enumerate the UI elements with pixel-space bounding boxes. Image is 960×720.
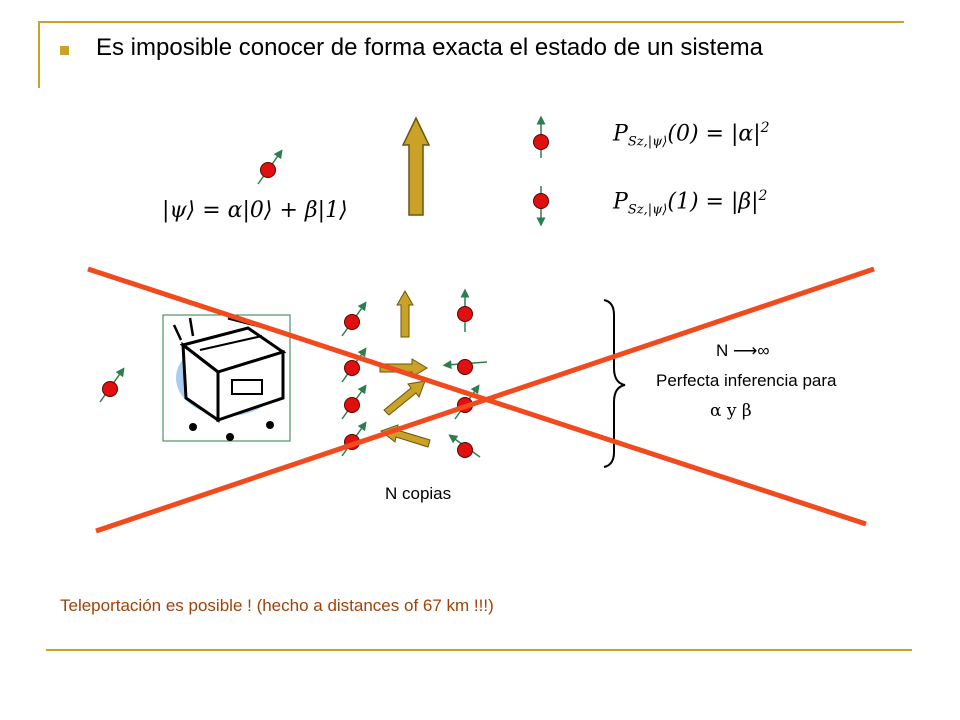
state-formula: |ψ⟩ = α|0⟩ + β|1⟩ <box>162 198 348 223</box>
probability-zero-formula: PSz,|ψ⟩(0) = |α|2 <box>613 120 770 150</box>
n-limit-label: N ⟶∞ <box>716 341 770 360</box>
big-up-arrow <box>401 116 431 216</box>
bullet-marker <box>60 46 69 55</box>
copies-label: N copias <box>385 484 452 503</box>
bullet-text: Es imposible conocer de forma exacta el … <box>96 34 764 61</box>
gold-arrow-right <box>379 358 428 378</box>
cross-line-2 <box>95 266 875 534</box>
spin-down <box>533 186 549 227</box>
tilted-spin-top <box>257 149 283 185</box>
copy-spin <box>341 384 367 420</box>
spin-up <box>533 115 549 158</box>
right-brace <box>603 299 626 468</box>
copy-spin <box>457 288 473 332</box>
gold-arrow-up <box>396 289 414 338</box>
cross-line-1 <box>87 266 867 527</box>
footer-note: Teleportación es posible ! (hecho a dist… <box>60 596 494 615</box>
probability-one-formula: PSz,|ψ⟩(1) = |β|2 <box>613 188 768 218</box>
gold-arrow-diag-up <box>383 380 426 416</box>
copy-spin <box>442 359 488 375</box>
input-spin <box>99 367 125 403</box>
inference-label: Perfecta inferencia para <box>656 371 837 390</box>
copy-spin <box>341 301 367 337</box>
copy-spin <box>448 434 481 458</box>
copy-spin <box>341 347 367 383</box>
alpha-beta-label: α y β <box>710 401 752 421</box>
